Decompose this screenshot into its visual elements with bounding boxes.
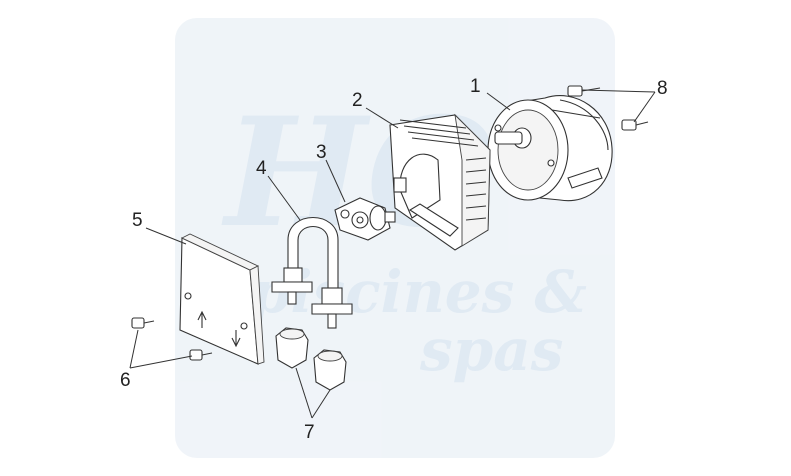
- leader-1: [486, 92, 511, 111]
- leader-6b: [129, 355, 193, 369]
- leader-8b: [633, 91, 656, 123]
- part-motor-screws: [567, 85, 649, 131]
- part-tube-assembly: [271, 217, 353, 329]
- leader-7b: [311, 389, 331, 419]
- callout-8: 8: [657, 78, 668, 99]
- watermark-logo: HO piscines & spas: [175, 18, 615, 458]
- callout-5: 5: [132, 210, 143, 231]
- leader-3: [325, 159, 346, 203]
- callout-3: 3: [316, 142, 327, 163]
- leader-lines: [129, 89, 656, 419]
- watermark-line2: spas: [419, 316, 563, 384]
- leader-8a: [581, 89, 656, 93]
- leader-7a: [295, 367, 313, 419]
- callout-7: 7: [304, 422, 315, 443]
- callout-labels: 1 2 3 4 5 6 7 8: [120, 76, 668, 443]
- part-motor: [487, 95, 613, 202]
- part-front-cover: [179, 233, 265, 365]
- callout-4: 4: [256, 158, 267, 179]
- callout-1: 1: [470, 76, 481, 97]
- callout-6: 6: [120, 370, 131, 391]
- leader-5: [145, 227, 187, 245]
- part-hose-nuts: [275, 327, 347, 391]
- leader-6a: [129, 329, 139, 369]
- leader-4: [267, 175, 301, 221]
- part-cover-screws: [131, 317, 213, 361]
- part-pump-housing: [389, 113, 491, 251]
- part-roller-rotor: [334, 197, 396, 241]
- callout-2: 2: [352, 90, 363, 111]
- leader-2: [365, 107, 399, 129]
